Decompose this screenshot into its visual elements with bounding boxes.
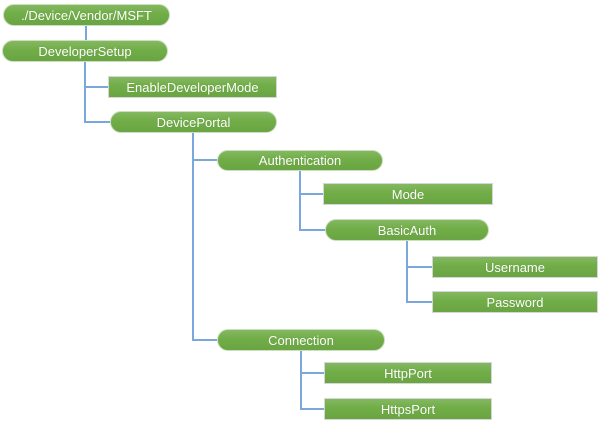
connector-segment: [85, 26, 87, 40]
connector-segment: [299, 171, 301, 231]
tree-node-username: Username: [432, 256, 598, 278]
connector-segment: [301, 408, 324, 410]
connector-segment: [301, 372, 324, 374]
connector-segment: [300, 351, 302, 410]
connector-segment: [85, 86, 108, 88]
connector-segment: [84, 62, 86, 123]
tree-node-httpport: HttpPort: [324, 362, 492, 384]
tree-node-password: Password: [432, 291, 598, 313]
connector-segment: [192, 133, 194, 341]
connector-segment: [407, 301, 432, 303]
tree-node-device-vendor-msft: ./Device/Vendor/MSFT: [3, 4, 170, 26]
connector-segment: [406, 241, 408, 303]
tree-node-httpsport: HttpsPort: [324, 398, 492, 420]
connector-segment: [193, 339, 217, 341]
tree-node-deviceportal: DevicePortal: [110, 111, 277, 133]
connector-segment: [407, 266, 432, 268]
connector-segment: [85, 121, 110, 123]
tree-node-mode: Mode: [323, 183, 493, 205]
tree-node-basicauth: BasicAuth: [325, 219, 489, 241]
tree-node-enabledevelopermode: EnableDeveloperMode: [108, 76, 277, 98]
tree-node-developersetup: DeveloperSetup: [2, 40, 168, 62]
connector-segment: [193, 159, 217, 161]
tree-node-authentication: Authentication: [217, 150, 383, 171]
tree-node-connection: Connection: [217, 329, 385, 351]
connector-segment: [300, 229, 325, 231]
connector-segment: [300, 193, 323, 195]
